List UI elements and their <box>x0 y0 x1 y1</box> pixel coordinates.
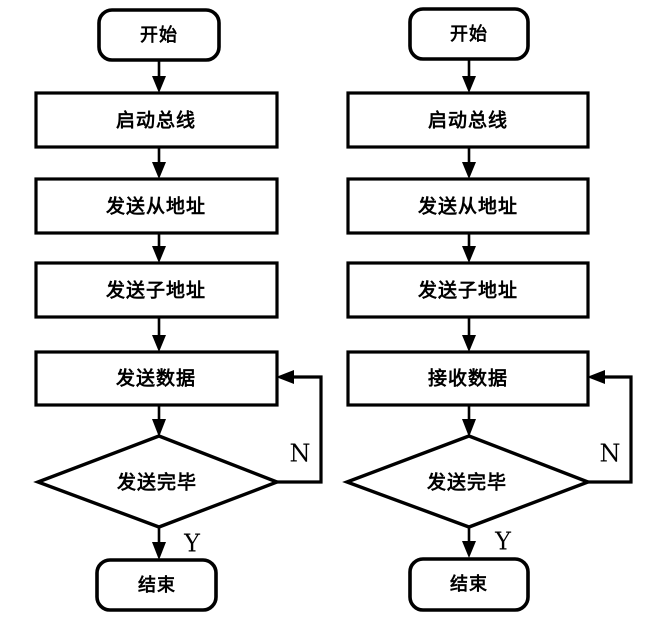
node-l-step3-label: 发送子地址 <box>105 279 206 302</box>
process-shape <box>34 177 279 235</box>
node-l-step2[interactable]: 发送从地址 <box>34 177 279 235</box>
edge-l-step3-step4 <box>152 317 166 352</box>
edge-l-start-step1 <box>152 60 166 93</box>
node-l-step1-label: 启动总线 <box>116 109 196 132</box>
branch-label-yes: Y <box>183 530 201 558</box>
node-l-decide-label: 发送完毕 <box>116 471 197 494</box>
node-l-step4-label: 发送数据 <box>115 367 196 390</box>
node-l-step2-label: 发送从地址 <box>105 195 206 218</box>
node-r-step1[interactable]: 启动总线 <box>346 91 590 149</box>
edge-r-step1-step2 <box>462 147 476 179</box>
node-r-decide-label: 发送完毕 <box>426 471 507 494</box>
i2c-read-flowchart: 开始 启动总线 发送从地址 <box>342 7 633 612</box>
node-r-step2-label: 发送从地址 <box>417 195 518 218</box>
node-r-end[interactable]: 结束 <box>408 557 530 612</box>
terminator-shape <box>408 557 530 612</box>
terminator-shape <box>95 558 218 612</box>
edge-l-step4-decide <box>152 405 166 437</box>
node-r-start-label: 开始 <box>450 23 488 45</box>
edge-l-decide-end-yes: Y <box>152 527 201 560</box>
process-shape <box>346 350 590 407</box>
branch-label-yes: Y <box>494 528 512 556</box>
node-l-step1[interactable]: 启动总线 <box>34 91 279 149</box>
node-r-step4[interactable]: 接收数据 <box>346 350 590 407</box>
node-r-step3[interactable]: 发送子地址 <box>346 261 590 319</box>
node-l-step4[interactable]: 发送数据 <box>34 350 279 407</box>
i2c-write-flowchart: 开始 启动总线 发送从地址 <box>33 8 323 612</box>
edge-l-decide-step4-no: N <box>276 370 323 484</box>
node-l-start-label: 开始 <box>140 24 178 46</box>
edge-r-step2-step3 <box>462 233 476 263</box>
node-r-decide[interactable]: 发送完毕 <box>342 434 593 529</box>
process-shape <box>34 261 279 319</box>
node-l-start[interactable]: 开始 <box>97 8 221 62</box>
node-r-start[interactable]: 开始 <box>408 7 530 61</box>
node-l-decide[interactable]: 发送完毕 <box>33 434 282 529</box>
process-shape <box>34 91 279 149</box>
edge-r-start-step1 <box>462 59 476 93</box>
node-l-end[interactable]: 结束 <box>95 558 218 612</box>
edge-l-step1-step2 <box>152 147 166 179</box>
node-l-end-label: 结束 <box>138 574 176 596</box>
process-shape <box>346 91 590 149</box>
branch-label-no: N <box>600 440 621 468</box>
edge-r-decide-step4-no: N <box>587 370 633 484</box>
edge-r-decide-end-yes: Y <box>462 527 512 558</box>
node-l-step3[interactable]: 发送子地址 <box>34 261 279 319</box>
edge-r-step4-decide <box>462 405 476 437</box>
branch-label-no: N <box>290 440 311 468</box>
node-r-step1-label: 启动总线 <box>428 109 508 132</box>
node-r-end-label: 结束 <box>450 573 488 595</box>
edge-r-step3-step4 <box>462 317 476 352</box>
node-r-step2[interactable]: 发送从地址 <box>346 177 590 235</box>
node-r-step3-label: 发送子地址 <box>417 279 518 302</box>
process-shape <box>34 350 279 407</box>
edge-l-step2-step3 <box>152 233 166 263</box>
process-shape <box>346 261 590 319</box>
node-r-step4-label: 接收数据 <box>428 367 508 390</box>
